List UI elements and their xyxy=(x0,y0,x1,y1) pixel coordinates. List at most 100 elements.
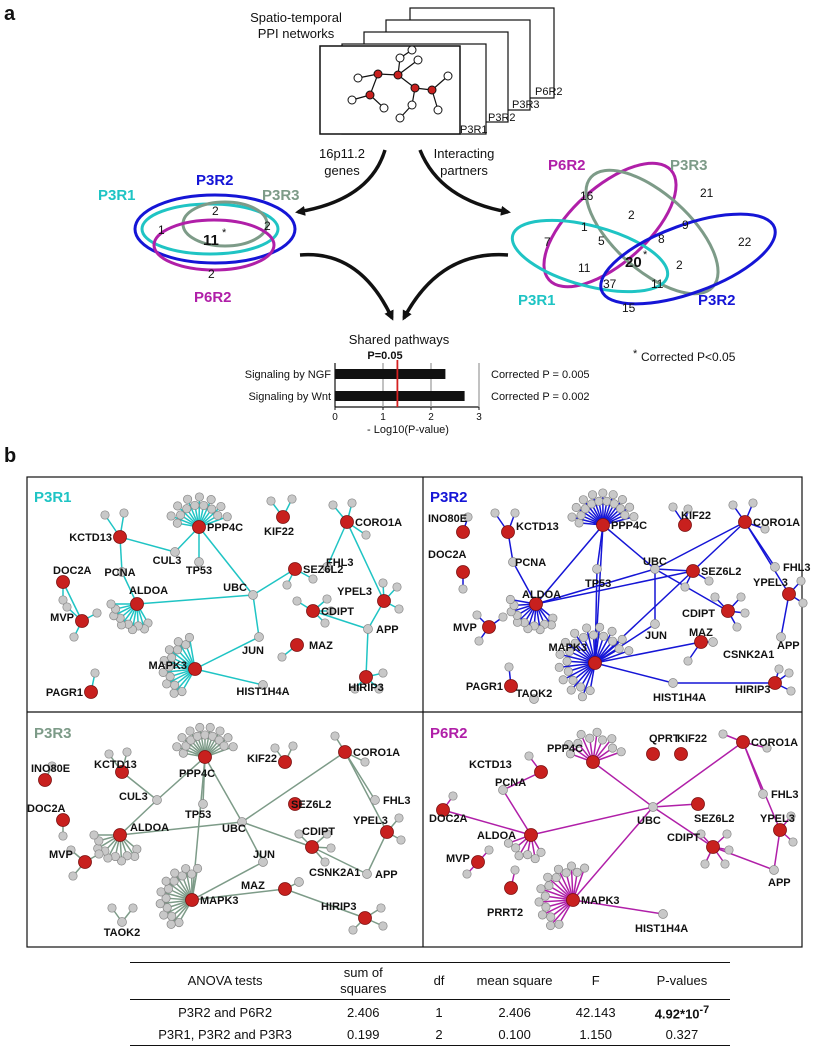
anova-header: P-values xyxy=(633,962,730,1000)
partner-node xyxy=(322,829,332,839)
node-label: YPEL3 xyxy=(337,586,372,598)
x-tick-label: 0 xyxy=(332,412,338,423)
anova-cell-p: 4.92*10-7 xyxy=(634,1000,730,1025)
partner-node xyxy=(597,735,608,745)
partner-node xyxy=(350,684,360,694)
partner-node xyxy=(270,743,280,753)
partner-node xyxy=(510,865,520,875)
edge xyxy=(365,628,369,678)
partner-node xyxy=(192,731,203,741)
venn-right-count: 7 xyxy=(544,235,551,249)
partner-node xyxy=(187,869,197,879)
partner-node xyxy=(165,672,175,682)
partner-node xyxy=(720,859,730,869)
node-label: MAPK3 xyxy=(581,895,620,907)
partner-node xyxy=(650,564,660,574)
partner-node xyxy=(110,851,120,862)
edge xyxy=(241,751,346,823)
partner-node xyxy=(577,692,587,702)
gene-node xyxy=(380,825,394,839)
left-arrow-label-line2: genes xyxy=(324,163,360,178)
gene-node xyxy=(38,773,52,787)
partner-node xyxy=(580,863,590,873)
partner-node xyxy=(170,547,180,557)
partner-node xyxy=(594,496,604,506)
partner-node xyxy=(554,662,564,672)
partner-node xyxy=(625,502,635,512)
node-label: HIST1H4A xyxy=(653,692,706,704)
edge xyxy=(652,806,714,848)
edge xyxy=(572,899,664,915)
venn-right-star: * xyxy=(643,249,648,261)
partner-node xyxy=(216,501,226,512)
node-label: UBC xyxy=(637,815,661,827)
partner-node xyxy=(294,877,304,887)
partner-node xyxy=(181,640,191,650)
threshold-label: P=0.05 xyxy=(367,350,402,362)
node-label: UBC xyxy=(223,582,247,594)
node-label: QPRT xyxy=(649,733,680,745)
gene-node xyxy=(471,855,485,869)
partner-node xyxy=(228,742,238,752)
node-label: MAZ xyxy=(689,627,713,639)
node-label: TP53 xyxy=(186,565,212,577)
partner-node xyxy=(784,668,794,678)
partner-node xyxy=(700,859,710,869)
partner-node xyxy=(161,893,171,903)
edge xyxy=(572,806,654,901)
partner-node xyxy=(505,594,515,605)
partner-node xyxy=(629,512,639,522)
node-label: APP xyxy=(376,624,399,636)
panel-a-label: a xyxy=(4,3,16,25)
partner-node xyxy=(320,857,330,867)
anova-cell-p: 0.327 xyxy=(633,1024,730,1047)
partner-node xyxy=(94,836,104,846)
venn-left-count: 1 xyxy=(158,223,165,237)
gene-node xyxy=(288,562,302,576)
mini-network-nodes xyxy=(347,45,453,123)
partner-node xyxy=(170,680,180,690)
partner-node xyxy=(158,667,168,677)
panel-title-p3r1: P3R1 xyxy=(34,489,72,506)
bar-annotation: Corrected P = 0.005 xyxy=(491,369,590,381)
node-label: MAPK3 xyxy=(200,895,239,907)
edge xyxy=(442,809,532,836)
partner-node xyxy=(392,582,402,592)
edge xyxy=(62,581,83,622)
node-label: MAPK3 xyxy=(548,642,587,654)
flow-arrows xyxy=(295,149,511,321)
gene-node xyxy=(358,911,372,925)
edge xyxy=(344,751,388,833)
anova-table: ANOVA tests sum of squares df mean squar… xyxy=(130,962,730,1047)
partner-node xyxy=(294,829,304,839)
gene-node xyxy=(290,638,304,652)
partner-node xyxy=(585,686,595,696)
node-label: PRRT2 xyxy=(487,907,523,919)
node-label: CUL3 xyxy=(119,791,148,803)
gene-node xyxy=(198,750,212,764)
partner-node xyxy=(704,576,714,586)
partner-node xyxy=(736,592,746,602)
partner-node xyxy=(558,675,568,685)
partner-node xyxy=(607,636,618,646)
partner-node xyxy=(541,902,551,912)
bar-annotation: Corrected P = 0.002 xyxy=(491,391,590,403)
edge xyxy=(241,821,313,848)
partner-node xyxy=(458,584,468,594)
edge xyxy=(346,521,385,602)
partner-node xyxy=(617,634,627,644)
partner-node xyxy=(582,623,592,633)
partner-node xyxy=(320,618,330,628)
node-label: PCNA xyxy=(104,567,135,579)
panel-title-p3r2: P3R2 xyxy=(430,489,468,506)
node-label: UBC xyxy=(222,823,246,835)
partner-node xyxy=(164,662,174,672)
partner-node xyxy=(607,734,617,744)
gene-node xyxy=(566,893,580,907)
node-label: ALDOA xyxy=(129,585,168,597)
gene-node xyxy=(115,765,129,779)
partner-node xyxy=(282,580,292,590)
gene-node xyxy=(75,614,89,628)
gene-node xyxy=(306,604,320,618)
edge xyxy=(191,888,286,901)
